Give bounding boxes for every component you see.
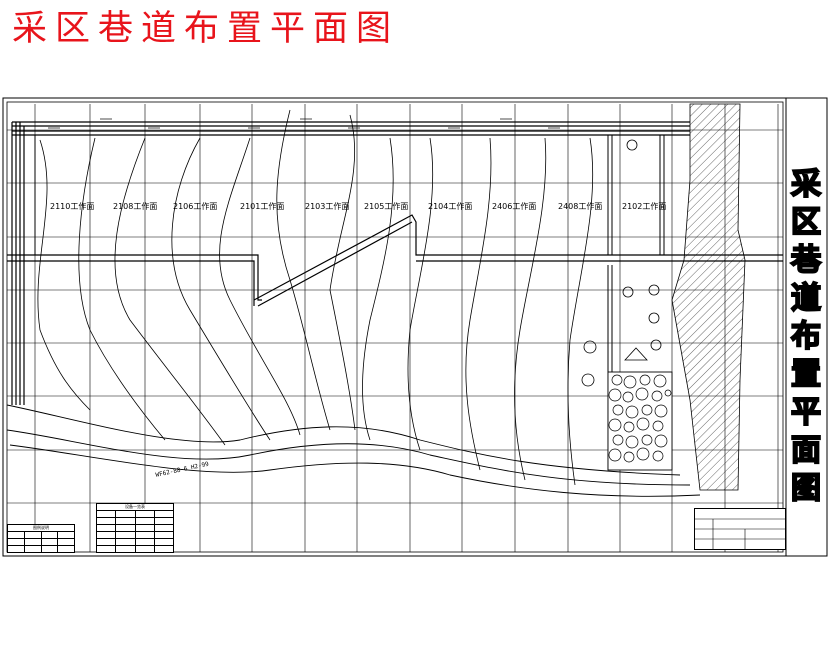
working-face-label: 2408工作面 bbox=[558, 202, 603, 211]
equipment-table-title: 设备一览表 bbox=[96, 503, 174, 511]
working-face-label: 2101工作面 bbox=[240, 202, 285, 211]
working-face-label: 2106工作面 bbox=[173, 202, 218, 211]
side-title-char: 平 bbox=[790, 395, 822, 430]
side-title-char: 图 bbox=[790, 471, 822, 506]
page-title: 采区巷道布置平面图 bbox=[12, 9, 400, 49]
side-title-char: 布 bbox=[790, 319, 822, 354]
working-face-label: 2104工作面 bbox=[428, 202, 473, 211]
working-face-label: 2108工作面 bbox=[113, 202, 158, 211]
working-face-label: 2102工作面 bbox=[622, 202, 667, 211]
drawing-title-block bbox=[694, 508, 786, 550]
side-title-char: 置 bbox=[790, 357, 822, 392]
legend-title: 图例说明 bbox=[7, 524, 75, 532]
working-face-label: 2105工作面 bbox=[364, 202, 409, 211]
side-title-char: 区 bbox=[790, 205, 822, 240]
working-face-label: 2110工作面 bbox=[50, 202, 95, 211]
working-face-label: 2103工作面 bbox=[305, 202, 350, 211]
equipment-table: 设备一览表 bbox=[95, 503, 175, 553]
legend-table: 图例说明 bbox=[7, 524, 75, 553]
side-title-char: 面 bbox=[790, 433, 822, 468]
side-title-char: 采 bbox=[790, 167, 822, 202]
working-face-label: 2406工作面 bbox=[492, 202, 537, 211]
side-title-char: 道 bbox=[790, 281, 822, 316]
side-title-char: 巷 bbox=[790, 243, 822, 278]
